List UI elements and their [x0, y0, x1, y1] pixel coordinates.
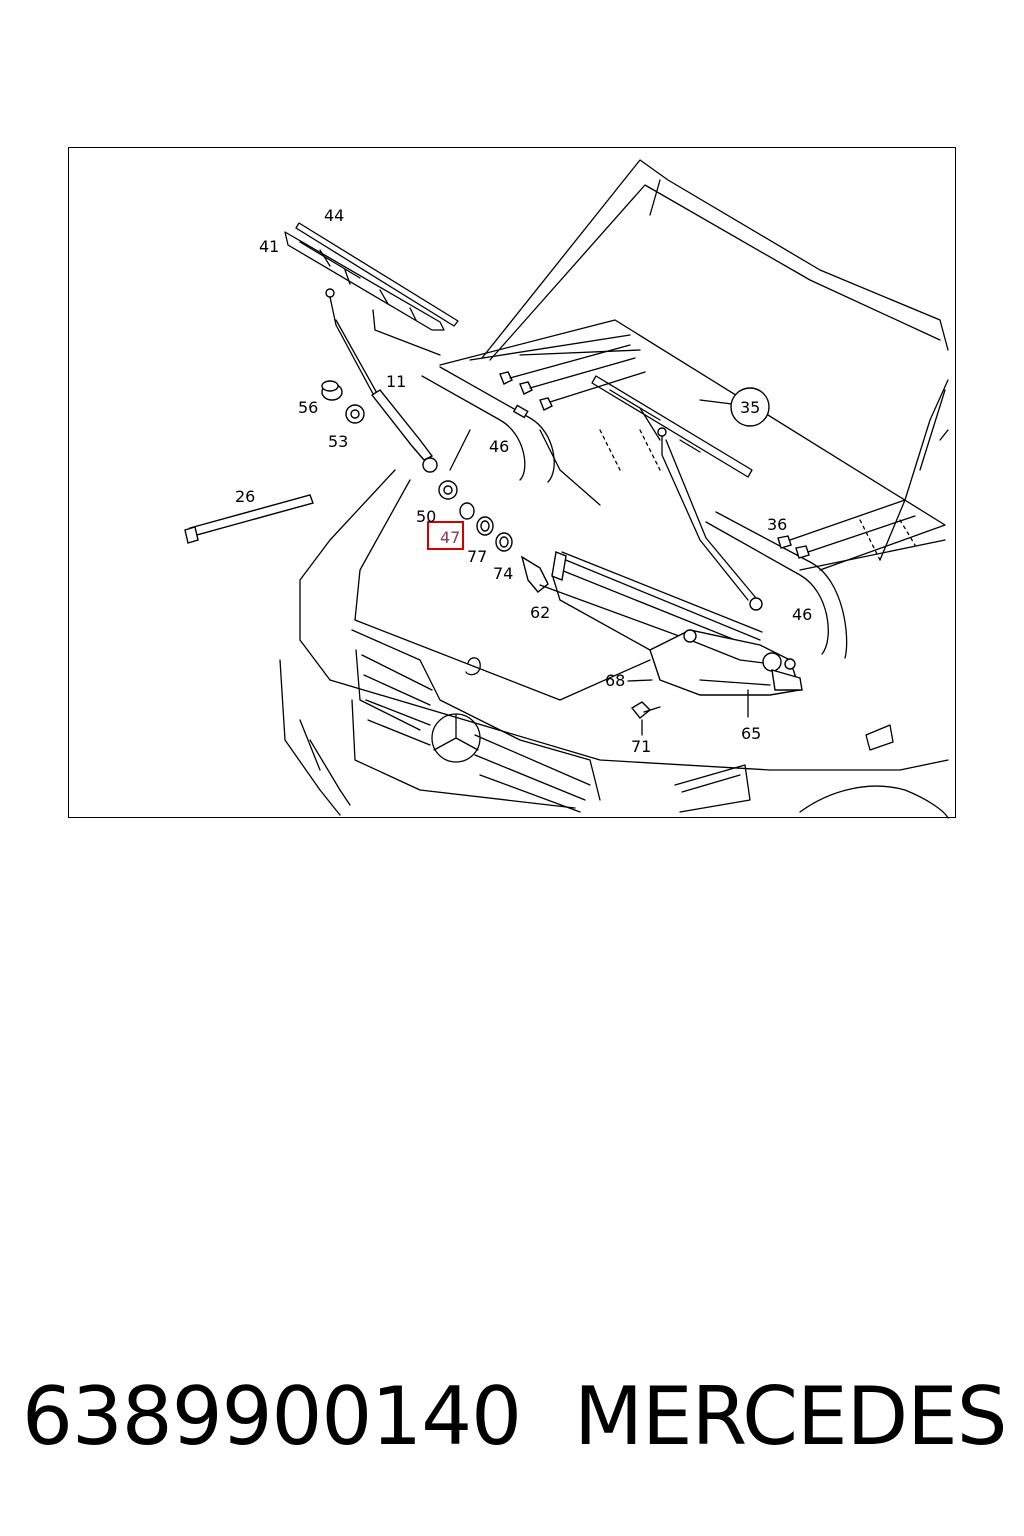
- bushing-74[interactable]: [495, 532, 513, 552]
- wiper-blade-left[interactable]: [284, 222, 459, 331]
- wiper-motor-65[interactable]: [649, 629, 803, 696]
- diagram-frame: [68, 147, 956, 818]
- callout-11[interactable]: 11: [386, 372, 406, 391]
- callout-71[interactable]: 71: [631, 737, 651, 756]
- wiper-linkage-62[interactable]: [520, 551, 763, 651]
- callout-68[interactable]: 68: [605, 671, 625, 690]
- washer-hose-left[interactable]: [421, 366, 555, 483]
- callout-53[interactable]: 53: [328, 432, 348, 451]
- callout-77[interactable]: 77: [467, 547, 487, 566]
- nut-50[interactable]: [438, 480, 458, 500]
- vehicle-outline: [279, 159, 949, 819]
- nut-53[interactable]: [345, 404, 365, 424]
- highlight-box: [427, 521, 464, 550]
- callout-56[interactable]: 56: [298, 398, 318, 417]
- callout-46-left[interactable]: 46: [489, 437, 509, 456]
- hose-26[interactable]: [184, 494, 314, 544]
- callout-46-right[interactable]: 46: [792, 605, 812, 624]
- callout-44[interactable]: 44: [324, 206, 344, 225]
- wiper-blade-right[interactable]: [591, 375, 753, 478]
- cap-56[interactable]: [321, 380, 343, 401]
- washer-hose-right[interactable]: [705, 511, 848, 659]
- callout-36[interactable]: 36: [767, 515, 787, 534]
- wiper-arm-left[interactable]: [325, 288, 438, 473]
- brand-name: MERCEDES: [574, 1370, 1008, 1463]
- nozzles-36[interactable]: [777, 499, 916, 559]
- footer: 6389900140 MERCEDES: [0, 1362, 1024, 1472]
- callout-35[interactable]: 35: [740, 398, 760, 417]
- seal-77[interactable]: [476, 516, 494, 536]
- callout-41[interactable]: 41: [259, 237, 279, 256]
- callout-65[interactable]: 65: [741, 724, 761, 743]
- bolt-71[interactable]: [630, 701, 661, 719]
- callout-50[interactable]: 50: [416, 507, 436, 526]
- callout-labels: 44 41 11 56 53 46 35 26 50 47 77 74 62 3…: [235, 206, 812, 756]
- wiper-arm-right[interactable]: [661, 435, 763, 611]
- callout-35-circle: [730, 387, 770, 427]
- callout-47[interactable]: 47: [440, 528, 460, 547]
- callout-62[interactable]: 62: [530, 603, 550, 622]
- part-number: 6389900140: [22, 1370, 522, 1463]
- washer-47[interactable]: [459, 502, 475, 520]
- callout-26[interactable]: 26: [235, 487, 255, 506]
- callout-74[interactable]: 74: [493, 564, 513, 583]
